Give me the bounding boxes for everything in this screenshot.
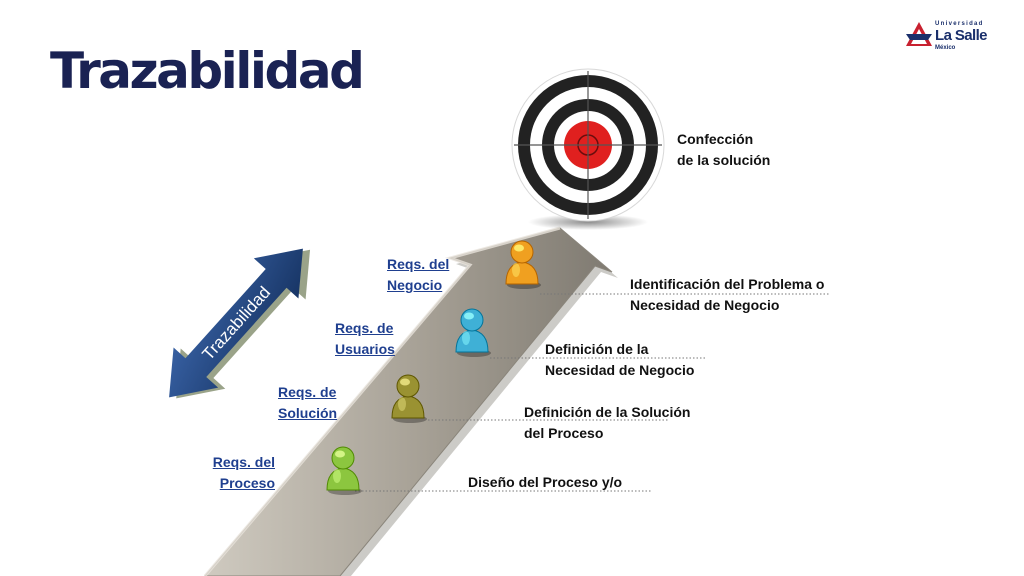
la-salle-star-icon xyxy=(906,22,932,46)
university-logo: Universidad La Salle México xyxy=(904,20,994,56)
stage-desc-2-line1: Definición de la Solución xyxy=(524,404,691,420)
stage-desc-1-line1: Diseño del Proceso y/o xyxy=(468,474,623,490)
req-label-negocio-line2: Negocio xyxy=(387,277,443,293)
target-label: Confección de la solución xyxy=(677,129,770,171)
req-label-usuarios[interactable]: Reqs. de Usuarios xyxy=(335,318,395,360)
logo-mexico-text: México xyxy=(935,45,956,51)
stage-desc-1: Diseño del Proceso y/o xyxy=(468,472,622,493)
person-figure-icon xyxy=(391,374,427,423)
person-figure-icon xyxy=(455,308,491,357)
req-label-proceso[interactable]: Reqs. del Proceso xyxy=(190,452,275,494)
stage-desc-3-line2: Necesidad de Negocio xyxy=(545,362,695,378)
target-icon xyxy=(511,68,665,230)
req-label-solucion-line2: Solución xyxy=(278,405,338,421)
req-label-negocio[interactable]: Reqs. del Negocio xyxy=(387,254,449,296)
req-label-negocio-line1: Reqs. del xyxy=(387,256,450,272)
stage-desc-4: Identificación del Problema o Necesidad … xyxy=(630,274,824,316)
stage-desc-3-line1: Definición de la xyxy=(545,341,649,357)
target-label-line1: Confección xyxy=(677,131,754,147)
stage-desc-2-line2: del Proceso xyxy=(524,425,604,441)
leader-lines xyxy=(355,293,830,492)
person-figure-icon xyxy=(326,446,362,495)
target-label-line2: de la solución xyxy=(677,152,771,168)
req-label-solucion[interactable]: Reqs. de Solución xyxy=(278,382,337,424)
req-label-solucion-line1: Reqs. de xyxy=(278,384,337,400)
req-label-proceso-line1: Reqs. del xyxy=(212,454,275,470)
req-label-usuarios-line2: Usuarios xyxy=(335,341,395,357)
req-label-proceso-line2: Proceso xyxy=(219,475,275,491)
stage-desc-4-line1: Identificación del Problema o xyxy=(630,276,825,292)
stage-desc-4-line2: Necesidad de Negocio xyxy=(630,297,780,313)
stage-desc-3: Definición de la Necesidad de Negocio xyxy=(545,339,694,381)
logo-la-salle-text: La Salle xyxy=(935,27,988,44)
req-label-usuarios-line1: Reqs. de xyxy=(335,320,394,336)
slide-title: Trazabilidad xyxy=(50,42,365,100)
person-figures xyxy=(326,240,541,495)
stage-desc-2: Definición de la Solución del Proceso xyxy=(524,402,690,444)
logo-universidad-text: Universidad xyxy=(935,21,984,27)
person-figure-icon xyxy=(505,240,541,289)
